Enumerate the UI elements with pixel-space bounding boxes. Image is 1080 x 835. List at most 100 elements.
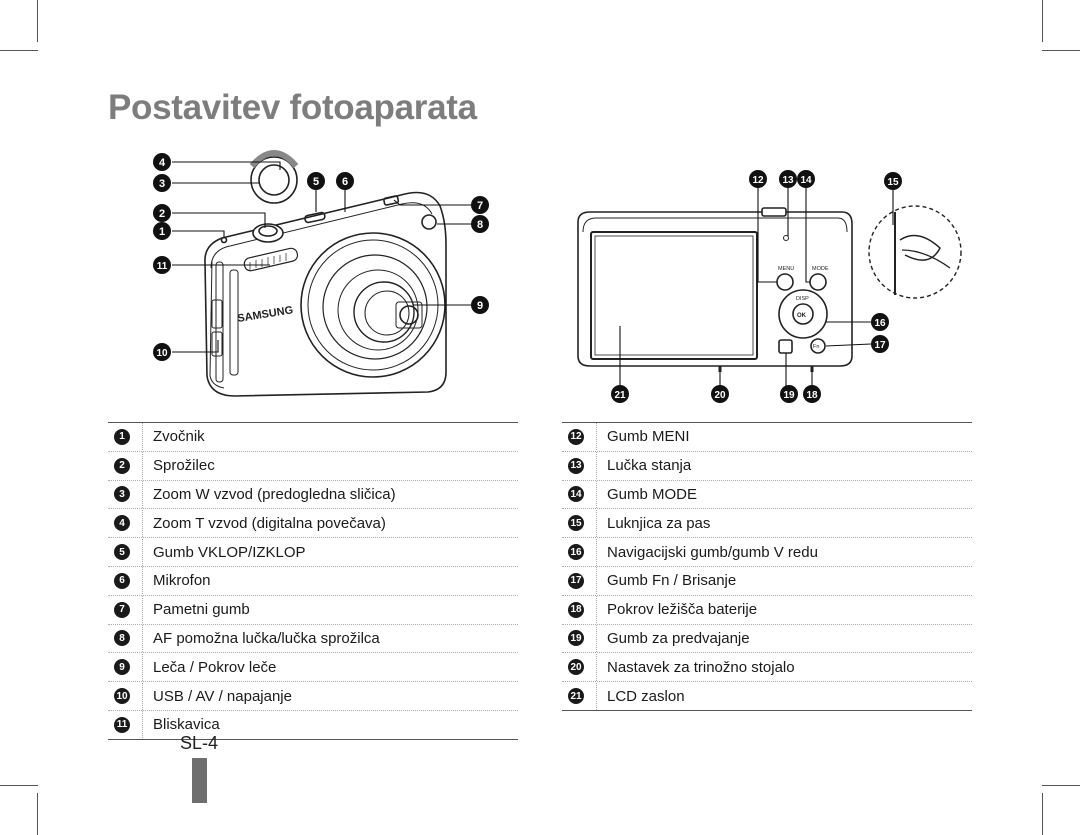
legend-label: Gumb za predvajanje [607, 629, 750, 647]
crop-mark [1042, 50, 1080, 51]
svg-text:6: 6 [342, 176, 348, 188]
legend-label: Pametni gumb [153, 601, 250, 619]
legend-row: 3 Zoom W vzvod (predogledna sličica) [108, 480, 518, 510]
legend-number: 1 [114, 428, 130, 445]
legend-number: 3 [114, 486, 130, 503]
crop-mark [0, 785, 38, 786]
legend-number: 12 [568, 428, 584, 445]
legend-label: Mikrofon [153, 572, 211, 590]
legend-row: 8 AF pomožna lučka/lučka sprožilca [108, 624, 518, 654]
legend-label: Gumb Fn / Brisanje [607, 572, 737, 590]
legend-row: 12 Gumb MENI [562, 423, 972, 452]
legend-row: 16 Navigacijski gumb/gumb V redu [562, 538, 972, 567]
legend-number: 15 [568, 515, 584, 532]
camera-front: SAMSUNG [204, 150, 447, 397]
svg-text:1: 1 [159, 226, 165, 238]
crop-mark [37, 0, 38, 42]
callout-leader-lines [172, 161, 894, 390]
svg-text:12: 12 [752, 175, 764, 186]
legend-number: 14 [568, 486, 584, 503]
camera-back: MENU MODE OK DISP Fn [577, 207, 853, 372]
legend-label: Zoom T vzvod (digitalna povečava) [153, 514, 386, 532]
disp-button-label: DISP [796, 296, 809, 302]
callout-1: 1 [153, 222, 171, 240]
callout-14: 14 [797, 170, 815, 188]
svg-text:20: 20 [714, 390, 726, 401]
legend-row: 14 Gumb MODE [562, 480, 972, 510]
callout-17: 17 [871, 335, 889, 353]
legend-label: AF pomožna lučka/lučka sprožilca [153, 629, 380, 647]
callout-20: 20 [711, 385, 729, 403]
page-title: Postavitev fotoaparata [108, 88, 477, 127]
svg-text:16: 16 [874, 318, 886, 329]
callout-16: 16 [871, 313, 889, 331]
callout-15: 15 [884, 172, 902, 190]
callout-18: 18 [803, 385, 821, 403]
svg-text:8: 8 [477, 219, 483, 231]
legend-label: Gumb MODE [607, 485, 698, 503]
callout-13: 13 [779, 170, 797, 188]
callout-4: 4 [153, 153, 171, 171]
callout-numbers: 4 3 2 1 11 10 5 6 7 8 9 12 13 14 15 16 1… [153, 153, 902, 403]
ok-button-label: OK [797, 313, 807, 319]
legend-label: Zvočnik [153, 428, 205, 446]
camera-illustration: SAMSUNG MENU MODE OK DISP Fn [153, 150, 962, 403]
legend-number: 2 [114, 457, 130, 474]
legend-label: Luknjica za pas [607, 514, 711, 532]
legend-label: Gumb MENI [607, 428, 690, 446]
svg-text:10: 10 [156, 348, 168, 359]
svg-text:17: 17 [874, 340, 886, 351]
crop-mark [37, 793, 38, 835]
svg-text:5: 5 [313, 176, 319, 188]
strap-eyelet-inset [868, 205, 962, 299]
callout-6: 6 [336, 172, 354, 190]
legend-row: 17 Gumb Fn / Brisanje [562, 567, 972, 596]
legend-number: 17 [568, 572, 584, 589]
crop-mark [1042, 793, 1043, 835]
svg-text:9: 9 [477, 300, 483, 312]
callout-9: 9 [471, 296, 489, 314]
legend-label: LCD zaslon [607, 687, 685, 705]
legend-label: Navigacijski gumb/gumb V redu [607, 543, 818, 561]
crop-mark [0, 50, 38, 51]
callout-21: 21 [611, 385, 629, 403]
legend-label: USB / AV / napajanje [153, 687, 292, 705]
callout-8: 8 [471, 215, 489, 233]
svg-text:14: 14 [800, 175, 812, 186]
callout-7: 7 [471, 196, 489, 214]
menu-button-label: MENU [778, 266, 794, 272]
svg-text:2: 2 [159, 208, 165, 220]
svg-text:7: 7 [477, 200, 483, 212]
page-number: SL-4 [180, 733, 219, 753]
svg-text:19: 19 [783, 390, 795, 401]
callout-11: 11 [153, 256, 171, 274]
legend-number: 8 [114, 630, 130, 647]
legend-number: 9 [114, 659, 130, 676]
legend-number: 18 [568, 601, 584, 618]
legend-label: Zoom W vzvod (predogledna sličica) [153, 485, 396, 503]
svg-text:3: 3 [159, 178, 165, 190]
legend-label: Lučka stanja [607, 457, 692, 475]
legend-label: Bliskavica [153, 716, 220, 734]
callout-2: 2 [153, 204, 171, 222]
svg-text:4: 4 [159, 157, 166, 169]
callout-5: 5 [307, 172, 325, 190]
legend-row: 1 Zvočnik [108, 423, 518, 452]
callout-10: 10 [153, 343, 171, 361]
svg-text:13: 13 [782, 175, 794, 186]
callout-19: 19 [780, 385, 798, 403]
callout-12: 12 [749, 170, 767, 188]
legend-number: 16 [568, 544, 584, 561]
legend-label: Gumb VKLOP/IZKLOP [153, 543, 306, 561]
